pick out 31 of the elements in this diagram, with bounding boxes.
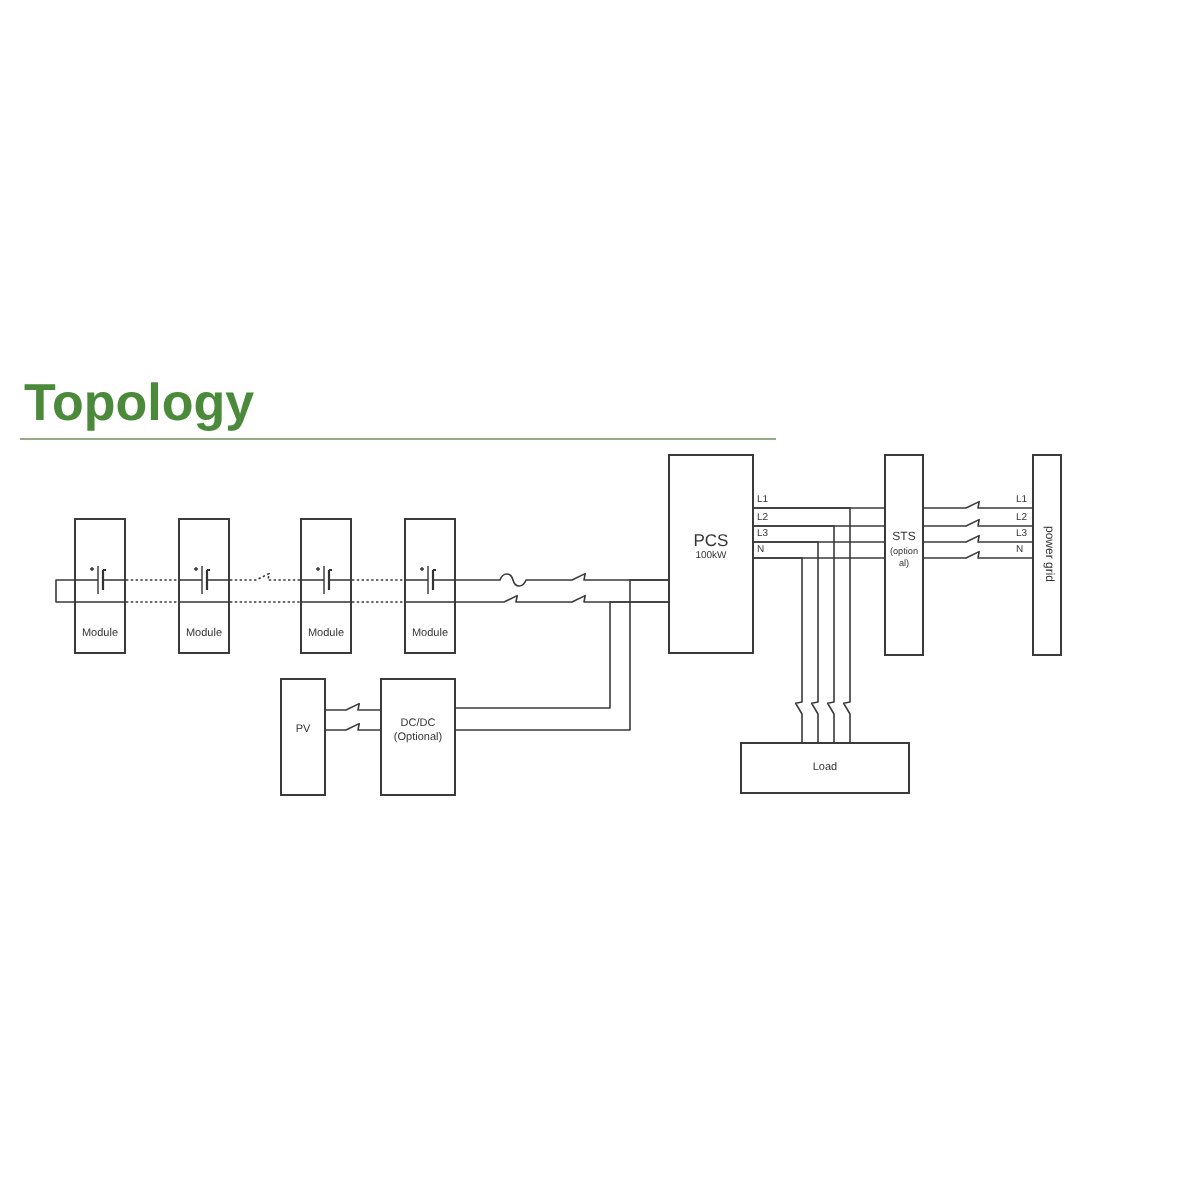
wire xyxy=(923,534,1033,543)
wire xyxy=(923,550,1033,559)
pcs-box xyxy=(668,454,754,654)
wire xyxy=(229,601,301,603)
sts-box xyxy=(884,454,924,656)
box-label: PCS xyxy=(693,530,729,551)
module-box xyxy=(404,518,456,654)
dcdc-box xyxy=(380,678,456,796)
module-box xyxy=(74,518,126,654)
wire xyxy=(753,557,803,743)
wire xyxy=(753,541,819,743)
wire xyxy=(325,722,381,731)
wire xyxy=(753,525,835,743)
module-box xyxy=(178,518,230,654)
wire xyxy=(455,601,669,709)
wire xyxy=(125,601,179,603)
grid-box xyxy=(1032,454,1062,656)
wire xyxy=(351,601,405,603)
title: Topology xyxy=(24,374,255,434)
wire xyxy=(229,572,301,581)
wire xyxy=(923,500,1033,509)
wire xyxy=(455,579,669,731)
module-box xyxy=(300,518,352,654)
wire xyxy=(55,579,75,603)
wire xyxy=(923,518,1033,527)
wire xyxy=(351,579,405,581)
pv-box xyxy=(280,678,326,796)
wire xyxy=(325,702,381,711)
load-box xyxy=(740,742,910,794)
wire xyxy=(753,507,851,743)
wire xyxy=(125,579,179,581)
